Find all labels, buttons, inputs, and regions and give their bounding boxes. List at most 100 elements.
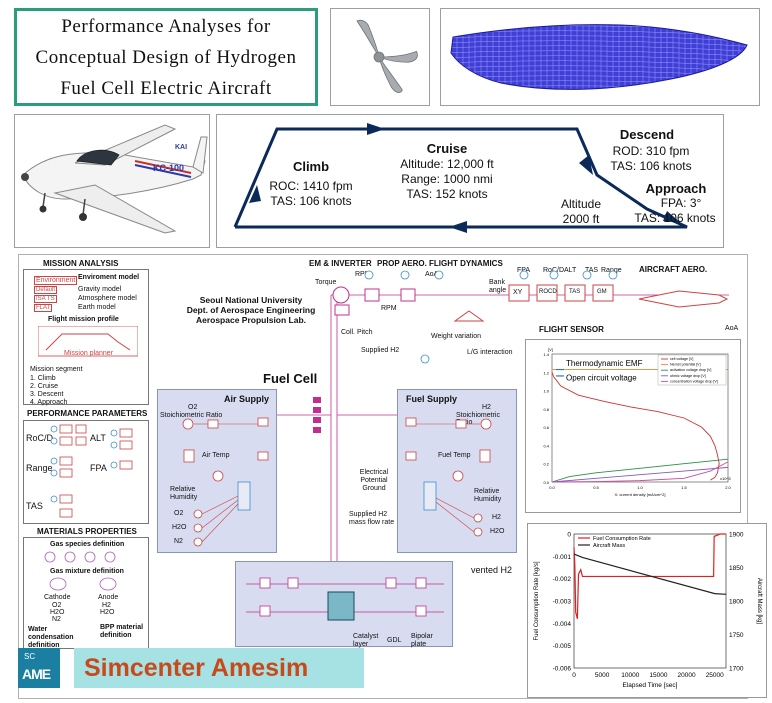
fuel-ytick-label: -0.005: [553, 643, 572, 650]
pol-xtick-label: 1.0: [637, 485, 643, 490]
university-line-1: Seoul National University: [199, 295, 303, 305]
bipolar-label-2: plate: [411, 641, 427, 648]
cruise-tas: TAS: 152 knots: [406, 187, 488, 201]
mission-planner-graph: [38, 326, 138, 357]
aircraft-aero-icon: [638, 290, 729, 308]
title-line-2: Conceptual Design of Hydrogen: [35, 46, 297, 68]
approach-tas: TAS: 106 knots: [634, 211, 716, 225]
fuel-ytick-right-label: 1900: [729, 532, 744, 539]
fd-label-tas: TAS: [585, 267, 599, 274]
materials-properties-title: MATERIALS PROPERTIES: [37, 527, 137, 536]
fuel-xtick-label: 15000: [649, 672, 667, 679]
pol-ytick-label: 0.6: [543, 425, 549, 430]
ground-label-3: Ground: [362, 485, 386, 492]
performance-parameters-title: PERFORMANCE PARAMETERS: [27, 409, 148, 418]
approach-fpa: FPA: 3°: [660, 196, 702, 210]
air-ratio-label-1: O2: [188, 404, 198, 411]
fuel-ytick-label: 0: [567, 532, 571, 539]
pol-series-line: [551, 466, 729, 483]
mission-segment-item: 4. Approach: [30, 399, 68, 406]
fuselage-mesh-image: [440, 8, 760, 106]
logo-top-text: SC: [24, 652, 36, 661]
pol-xtick-label: 0.0: [549, 485, 555, 490]
pol-legend: [657, 354, 727, 386]
cruise-range: Range: 1000 nmi: [401, 172, 493, 186]
fuel-supply-components: [405, 417, 492, 537]
supplied-h2-rate-label-1: Supplied H2: [349, 511, 388, 518]
return-arrow-icon: [449, 221, 467, 233]
atmosphere-model-label: Atmosphere model: [78, 295, 137, 302]
bank-angle-label: Bank angle: [489, 279, 507, 294]
weight-variation-label: Weight variation: [431, 333, 482, 340]
fuel-ytick-label: -0.006: [553, 666, 572, 673]
fuel-temp-label: Fuel Temp: [438, 452, 471, 459]
fuel-ytick-right-label: 1800: [729, 599, 744, 606]
gdl-label: GDL: [387, 637, 402, 644]
bpp-material-label: BPP material definition: [100, 624, 144, 639]
fuel-ratio-label-1: H2: [482, 404, 491, 411]
supplied-h2-rate-label-2: mass flow rate: [349, 519, 395, 526]
earth-model-label: Earth model: [78, 304, 116, 311]
pol-series-line: [551, 458, 729, 483]
logo-bottom-text: AME: [22, 666, 51, 682]
water-condensation-label: Water condensation definition: [28, 626, 74, 649]
pol-xtick-label: 0.5: [593, 485, 599, 490]
air-species-n2: N2: [174, 538, 183, 545]
coll-pitch-label: Coll. Pitch: [341, 329, 373, 336]
university-line-2: Dept. of Aerospace Engineering: [186, 305, 316, 315]
descend-rod: ROD: 310 fpm: [612, 144, 690, 158]
air-supply-area: Air Supply O2 Stoichiometric Ratio Air T…: [157, 389, 277, 553]
fuel-xtick-label: 25000: [706, 672, 724, 679]
air-humidity-label-1: Relative: [170, 486, 196, 493]
fuel-xtick-label: 0: [572, 672, 576, 679]
simcenter-amesim-banner: Simcenter Amesim: [74, 648, 364, 688]
anode-label: Anode: [98, 594, 119, 601]
fd-label-rocdalt: RoC/DALT: [543, 267, 577, 274]
env-model-label: Enviroment model: [78, 274, 140, 281]
fd-label-fpa: FPA: [517, 267, 531, 274]
fuel-cell-stack-area: [235, 561, 453, 647]
university-line-3: Aerospace Propulsion Lab.: [195, 315, 307, 325]
propeller-drawing: [356, 19, 418, 94]
mission-planner-label: Mission planner: [64, 350, 114, 357]
fd-block-tas: TAS: [569, 289, 581, 295]
pol-xtick-label: 1.5: [681, 485, 687, 490]
flight-mission-profile-label: Flight mission profile: [48, 316, 119, 323]
schematic-wiring: [249, 270, 729, 635]
air-species-h2o: H2O: [172, 524, 187, 531]
gas-species-label: Gas species definition: [50, 541, 125, 548]
gas-species-icons: [44, 551, 116, 563]
fuel-series-line: [573, 533, 726, 620]
fuel-ylabel-right: Aircraft Mass [kg]: [756, 578, 762, 625]
fuel-ytick-label: -0.004: [553, 621, 572, 628]
performance-parameters-box: RoC/D ALT Range FPA TAS: [23, 420, 149, 524]
bipolar-label-1: Bipolar: [411, 633, 433, 640]
fuel-consumption-chart-svg: -0.006-0.005-0.004-0.003-0.002-0.0010170…: [534, 532, 762, 690]
aircraft-side-text: KAI: [175, 144, 187, 151]
fd-block-rocd: ROCD: [539, 289, 557, 295]
annotation-ocv: Open circuit voltage: [566, 374, 637, 383]
cathode-species: N2: [52, 616, 61, 623]
pol-legend-label: ohmic voltage drop [V]: [670, 374, 706, 378]
em-inverter-header: EM & INVERTER: [309, 259, 372, 268]
aircraft-aero-header: AIRCRAFT AERO.: [639, 265, 708, 274]
cruise-title: Cruise: [426, 141, 468, 156]
pol-legend-label: activation voltage drop [V]: [670, 368, 711, 372]
mission-analysis-box: Environment Enviroment model Default Gra…: [23, 269, 149, 406]
fuselage-mesh-drawing: [450, 24, 748, 90]
fuel-ytick-label: -0.003: [553, 599, 572, 606]
ground-label-2: Potential: [360, 477, 388, 484]
earth-tag: FLAT: [34, 304, 53, 312]
flight-sensor-title: FLIGHT SENSOR: [539, 325, 604, 334]
aircraft-tail-code: KC-100: [153, 163, 184, 173]
title-line-1: Performance Analyses for: [61, 15, 271, 37]
mission-segment-item: 2. Cruise: [30, 383, 59, 390]
anode-species: H2: [102, 602, 111, 609]
param-fpa: FPA: [90, 463, 107, 473]
aircraft-drawing: KC-100 KAI: [21, 124, 208, 234]
fuel-species-h2: H2: [492, 514, 501, 521]
vented-h2-label: vented H2: [471, 565, 513, 575]
env-tag: Environment: [34, 276, 78, 285]
